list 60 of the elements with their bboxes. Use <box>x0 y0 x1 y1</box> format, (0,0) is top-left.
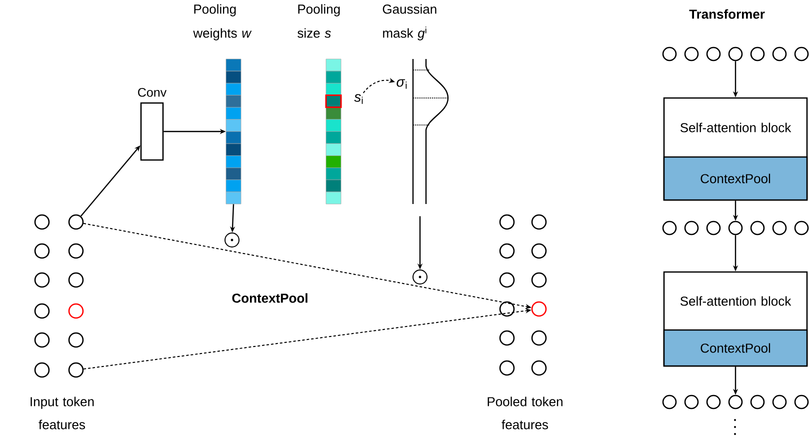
token-circle <box>728 46 743 62</box>
token-circle <box>34 214 50 230</box>
math-symbol: σ$_{i}$ <box>396 79 407 89</box>
token-circle <box>662 220 677 236</box>
node-label: Conv <box>138 88 167 97</box>
product-symbol <box>224 232 240 248</box>
token-circle <box>68 243 84 259</box>
token-circle <box>499 214 515 230</box>
token-circle <box>499 330 515 346</box>
token-circle <box>728 394 743 410</box>
token-circle <box>706 394 721 410</box>
token-circle <box>772 220 787 236</box>
token-circle <box>34 303 50 319</box>
token-circle <box>68 214 84 230</box>
token-circle <box>34 362 50 378</box>
column-heading: Pooling weights w <box>193 4 252 40</box>
token-circle <box>531 360 547 376</box>
token-circle <box>531 330 547 346</box>
token-circle <box>794 394 809 410</box>
math-symbol: s$_{i}$ <box>354 94 363 104</box>
token-circle <box>68 332 84 348</box>
token-circle <box>772 46 787 62</box>
token-circle <box>684 46 699 62</box>
label: ContextPool <box>232 293 308 303</box>
token-circle <box>750 220 765 236</box>
token-circle <box>68 362 84 378</box>
token-circle <box>34 332 50 348</box>
band: ContextPool <box>663 329 808 367</box>
token-circle <box>750 46 765 62</box>
token-circle <box>684 394 699 410</box>
token-circle <box>684 220 699 236</box>
band: ContextPool <box>663 156 808 201</box>
token-circle <box>772 394 787 410</box>
token-circle <box>706 220 721 236</box>
token-circle <box>794 46 809 62</box>
token-circle <box>531 272 547 288</box>
token-circle <box>499 272 515 288</box>
token-circle <box>499 243 515 259</box>
token-circle <box>499 360 515 376</box>
label: Transformer <box>689 9 765 19</box>
token-circle <box>728 220 743 236</box>
label: Pooled token features <box>488 396 562 430</box>
column-heading: Pooling size s <box>298 4 340 38</box>
token-circle <box>531 301 547 317</box>
token-circle <box>531 243 547 259</box>
token-circle <box>531 214 547 230</box>
token-circle <box>499 301 515 317</box>
token-circle <box>662 394 677 410</box>
token-circle <box>750 394 765 410</box>
token-circle <box>34 243 50 259</box>
token-circle <box>68 303 84 319</box>
token-circle <box>706 46 721 62</box>
conv-box: Conv <box>138 88 167 161</box>
product-symbol <box>412 270 428 284</box>
label: Input token features <box>30 396 94 430</box>
token-circle <box>794 220 809 236</box>
column-heading: Gaussian mask g$^{i}$ <box>382 4 436 40</box>
token-circle <box>68 272 84 288</box>
token-circle <box>662 46 677 62</box>
token-circle <box>34 272 50 288</box>
